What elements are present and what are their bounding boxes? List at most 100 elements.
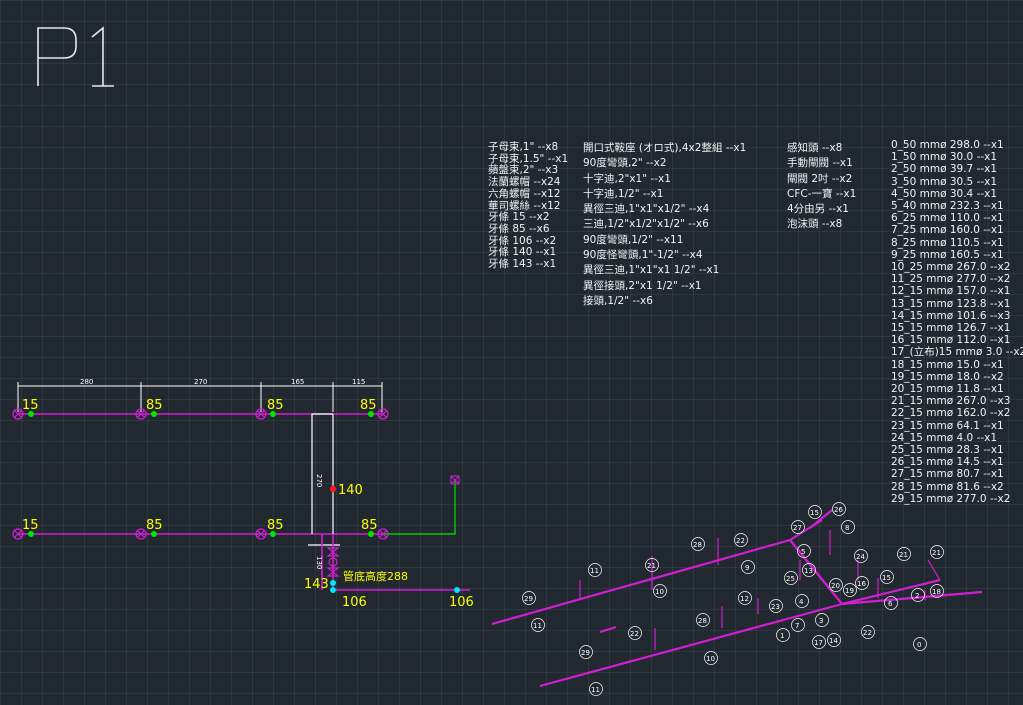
sprinkler-heads	[12, 408, 389, 540]
svg-text:1: 1	[780, 632, 784, 640]
svg-text:11: 11	[590, 567, 599, 575]
iso-tag: 21	[645, 558, 659, 572]
list-item: 90度怪彎頭,1"-1/2" --x4	[583, 249, 703, 262]
upper-label-85a: 85	[146, 398, 163, 413]
iso-tag: 23	[769, 599, 783, 613]
list-item: 22_15 mmø 162.0 --x2	[891, 407, 1011, 420]
list-item: 泡沫頭 --x8	[787, 218, 843, 231]
list-item: 牙條 15 --x2	[488, 211, 550, 224]
list-item: 蘋盤束,2" --x3	[488, 164, 559, 177]
iso-tag: 26	[832, 502, 846, 516]
iso-tag: 11	[588, 563, 602, 577]
iso-tag: 10	[653, 584, 667, 598]
upper-label-15: 15	[22, 398, 39, 413]
iso-tag: 29	[579, 645, 593, 659]
drain-line	[383, 481, 456, 535]
list-item: 十字迪,2"x1" --x1	[583, 172, 671, 185]
drain-valve-icon	[450, 475, 460, 485]
svg-text:16: 16	[857, 580, 866, 588]
list-item: 法蘭螺帽 --x24	[488, 176, 561, 189]
iso-tag: 3	[815, 613, 829, 627]
list-item: 接頭,1/2" --x6	[583, 294, 653, 307]
joints-list: 開口式鞍座 (オロ式),4x2整組 --x1 90度彎頭,2" --x2 十字迪…	[583, 141, 746, 309]
list-item: 手動閘閥 --x1	[787, 157, 853, 170]
valve-icon	[326, 547, 340, 577]
svg-text:28: 28	[693, 541, 702, 549]
svg-text:20: 20	[831, 582, 840, 590]
iso-tag: 0	[913, 637, 927, 651]
list-item: CFC-一寶 --x1	[787, 187, 857, 200]
list-item: 90度彎頭,1/2" --x11	[583, 233, 684, 246]
list-item: 6_25 mmø 110.0 --x1	[891, 212, 1004, 225]
pipe-length-list: 0_50 mmø 298.0 --x1 1_50 mmø 30.0 --x1 2…	[891, 139, 1023, 505]
vert-dim-270: 270	[315, 474, 323, 487]
svg-text:15: 15	[810, 509, 819, 517]
iso-tag: 20	[829, 578, 843, 592]
svg-text:28: 28	[698, 617, 707, 625]
svg-text:22: 22	[736, 537, 745, 545]
sprinkler-head-icon	[255, 528, 267, 540]
iso-tag: 7	[791, 618, 805, 632]
svg-text:11: 11	[533, 622, 542, 630]
riser-label-140: 140	[338, 483, 363, 498]
svg-text:14: 14	[829, 637, 838, 645]
list-item: 異徑接頭,2"x1 1/2" --x1	[583, 279, 702, 292]
list-item: 華司螺絲 --x12	[488, 199, 561, 212]
svg-text:13: 13	[804, 567, 813, 575]
list-item: 牙條 85 --x6	[488, 222, 550, 235]
svg-text:18: 18	[932, 588, 941, 596]
svg-text:12: 12	[740, 595, 749, 603]
list-item: 15_15 mmø 126.7 --x1	[891, 322, 1011, 335]
svg-text:21: 21	[899, 551, 908, 559]
riser-pipe	[308, 413, 340, 546]
fittings-list: 子母束,1" --x8 子母束,1.5" --x1 蘋盤束,2" --x3 法蘭…	[488, 141, 568, 271]
svg-text:11: 11	[591, 686, 600, 694]
list-item: 開口式鞍座 (オロ式),4x2整組 --x1	[583, 142, 747, 154]
svg-text:15: 15	[882, 574, 891, 582]
list-item: 17_(立布)15 mmø 3.0 --x2	[891, 346, 1023, 359]
iso-tag: 24	[854, 549, 868, 563]
sheet-label-text: P1	[0, 0, 20, 4]
iso-tag: 27	[791, 520, 805, 534]
label-106a: 106	[342, 595, 367, 610]
list-item: 14_15 mmø 101.6 --x3	[891, 309, 1011, 322]
list-item: 十字迪,1/2" --x1	[583, 187, 664, 200]
iso-risers	[579, 530, 941, 650]
dimension-line	[17, 382, 383, 412]
devices-list: 感知頭 --x8 手動閘閥 --x1 閘閥 2吋 --x2 CFC-一寶 --x…	[787, 141, 856, 233]
list-item: 9_25 mmø 160.5 --x1	[891, 248, 1004, 261]
list-item: 28_15 mmø 81.6 --x2	[891, 480, 1004, 493]
iso-tag: 21	[897, 547, 911, 561]
svg-text:25: 25	[786, 575, 795, 583]
list-item: 六角螺帽 --x12	[488, 187, 561, 200]
dim-115: 115	[352, 378, 365, 386]
svg-text:0: 0	[917, 641, 921, 649]
iso-tag: 18	[930, 584, 944, 598]
lower-label-85b: 85	[267, 518, 284, 533]
iso-tag: 19	[843, 583, 857, 597]
list-item: 牙條 140 --x1	[488, 246, 557, 259]
svg-text:4: 4	[799, 598, 804, 606]
list-item: 20_15 mmø 11.8 --x1	[891, 383, 1004, 396]
iso-tag: 21	[930, 545, 944, 559]
list-item: 牙條 106 --x2	[488, 234, 557, 247]
list-item: 25_15 mmø 28.3 --x1	[891, 444, 1004, 457]
list-item: 11_25 mmø 277.0 --x2	[891, 273, 1011, 286]
iso-tag: 22	[734, 533, 748, 547]
pipe-bottom-height-label: 管底高度288	[343, 569, 408, 583]
list-item: 閘閥 2吋 --x2	[787, 172, 853, 185]
iso-tag: 10	[704, 651, 718, 665]
svg-text:3: 3	[819, 617, 823, 625]
svg-text:26: 26	[834, 506, 843, 514]
iso-tag: 1	[776, 628, 790, 642]
list-item: 26_15 mmø 14.5 --x1	[891, 456, 1004, 469]
list-item: 感知頭 --x8	[787, 142, 843, 154]
iso-tag: 17	[812, 635, 826, 649]
list-item: 29_15 mmø 277.0 --x2	[891, 492, 1011, 505]
list-item: 4分由另 --x1	[787, 203, 849, 216]
svg-text:10: 10	[706, 655, 715, 663]
svg-text:8: 8	[845, 524, 849, 532]
list-item: 8_25 mmø 110.5 --x1	[891, 236, 1004, 249]
svg-text:17: 17	[814, 639, 823, 647]
iso-tag: 22	[861, 625, 875, 639]
